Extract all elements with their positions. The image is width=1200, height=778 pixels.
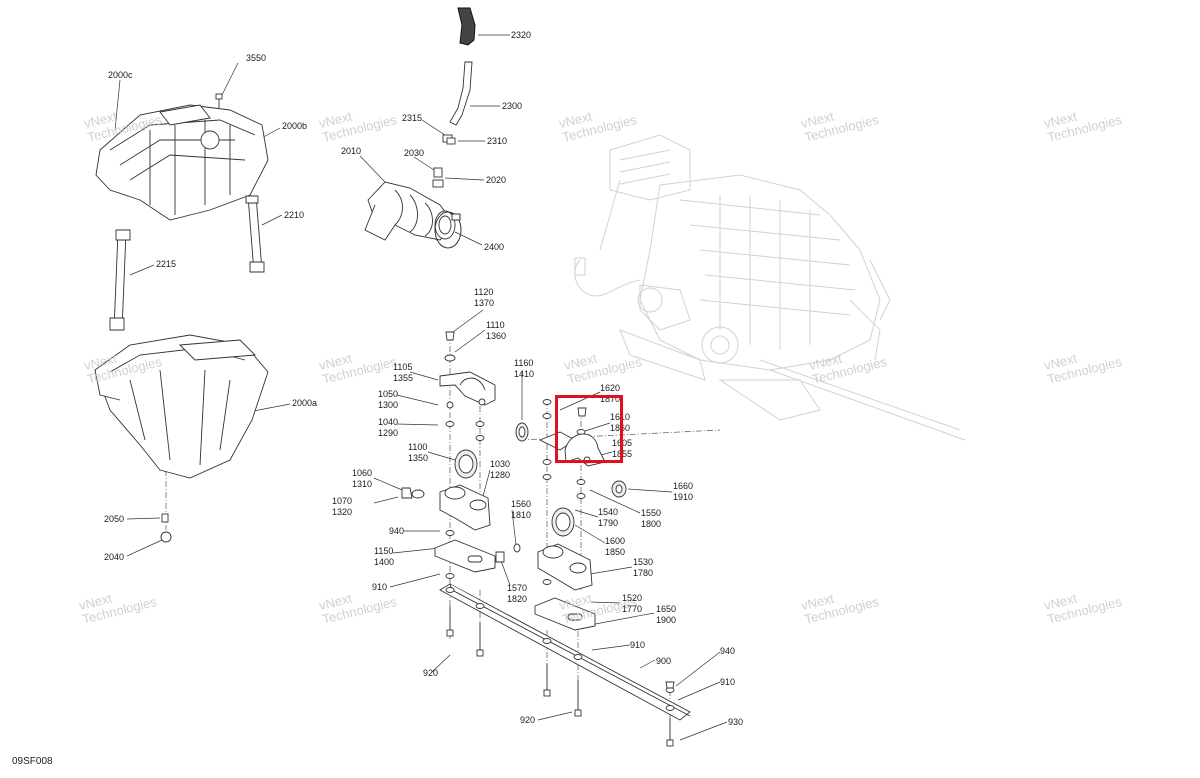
strap-2215 xyxy=(109,229,131,331)
callout-910b: 910 xyxy=(630,640,646,650)
callout-920b: 920 xyxy=(520,715,536,725)
callout-930: 930 xyxy=(728,717,744,727)
callout-2040: 2040 xyxy=(104,552,125,562)
callout-2000c: 2000c xyxy=(108,70,133,80)
callout-2000b: 2000b xyxy=(282,121,308,131)
callout-1550-1800: 1550 1800 xyxy=(641,508,662,529)
drain-2050-2040 xyxy=(160,513,172,543)
callout-1520-1770: 1520 1770 xyxy=(622,593,643,614)
hose-2320 xyxy=(457,7,476,46)
callout-1105-1355: 1105 1355 xyxy=(393,362,414,383)
fittings xyxy=(432,134,456,188)
callout-1100-1350: 1100 1350 xyxy=(408,442,429,463)
callout-2315: 2315 xyxy=(402,113,423,123)
callout-1040-1290: 1040 1290 xyxy=(378,417,399,438)
callout-2320: 2320 xyxy=(511,30,532,40)
callout-1060-1310: 1060 1310 xyxy=(352,468,373,489)
callout-2310: 2310 xyxy=(487,136,508,146)
bushing-1160 xyxy=(515,422,529,442)
clamp-2400 xyxy=(434,211,462,249)
callout-2215: 2215 xyxy=(156,259,177,269)
callout-1660-1910: 1660 1910 xyxy=(673,481,694,502)
callout-1560-1810: 1560 1810 xyxy=(511,499,532,520)
callout-1530-1780: 1530 1780 xyxy=(633,557,654,578)
callout-1570-1820: 1570 1820 xyxy=(507,583,528,604)
callout-910: 910 xyxy=(372,582,388,592)
callout-2010: 2010 xyxy=(341,146,362,156)
airbox-upper xyxy=(95,104,269,221)
intake-2010 xyxy=(364,181,456,241)
callout-2300: 2300 xyxy=(502,101,523,111)
washer-1560-1570 xyxy=(495,543,521,563)
callout-2400: 2400 xyxy=(484,242,505,252)
callout-1650-1900: 1650 1900 xyxy=(656,604,677,625)
callout-1030-1280: 1030 1280 xyxy=(490,459,511,480)
callout-2020: 2020 xyxy=(486,175,507,185)
callout-2030: 2030 xyxy=(404,148,425,158)
screw-3550 xyxy=(215,93,223,108)
callout-940: 940 xyxy=(389,526,405,536)
callout-1600-1850: 1600 1850 xyxy=(605,536,626,557)
callout-3550: 3550 xyxy=(246,53,267,63)
callout-2000a: 2000a xyxy=(292,398,318,408)
callout-1120-1370: 1120 1370 xyxy=(474,287,495,308)
callout-900: 900 xyxy=(656,656,672,666)
callout-2210: 2210 xyxy=(284,210,305,220)
diagram-code: 09SF008 xyxy=(12,756,53,767)
callout-920: 920 xyxy=(423,668,439,678)
callout-1110-1360: 1110 1360 xyxy=(486,320,507,341)
callout-1540-1790: 1540 1790 xyxy=(598,507,619,528)
callout-1620-1870: 1620 1870 xyxy=(600,383,621,404)
bar-900 xyxy=(439,583,691,721)
leader-lines xyxy=(114,34,728,741)
highlight-box xyxy=(555,395,623,463)
strap-2210 xyxy=(245,195,265,273)
callout-940b: 940 xyxy=(720,646,736,656)
tube-2300 xyxy=(449,61,473,126)
callout-1160-1410: 1160 1410 xyxy=(514,358,535,379)
airbox-lower xyxy=(94,334,269,479)
callout-2050: 2050 xyxy=(104,514,125,524)
callout-1050-1300: 1050 1300 xyxy=(378,389,399,410)
callout-910c: 910 xyxy=(720,677,736,687)
engine-ghost xyxy=(574,134,966,441)
callout-1150-1400: 1150 1400 xyxy=(374,546,395,567)
mount-left xyxy=(401,331,496,579)
callout-1070-1320: 1070 1320 xyxy=(332,496,353,517)
bolts-920 xyxy=(446,606,674,747)
